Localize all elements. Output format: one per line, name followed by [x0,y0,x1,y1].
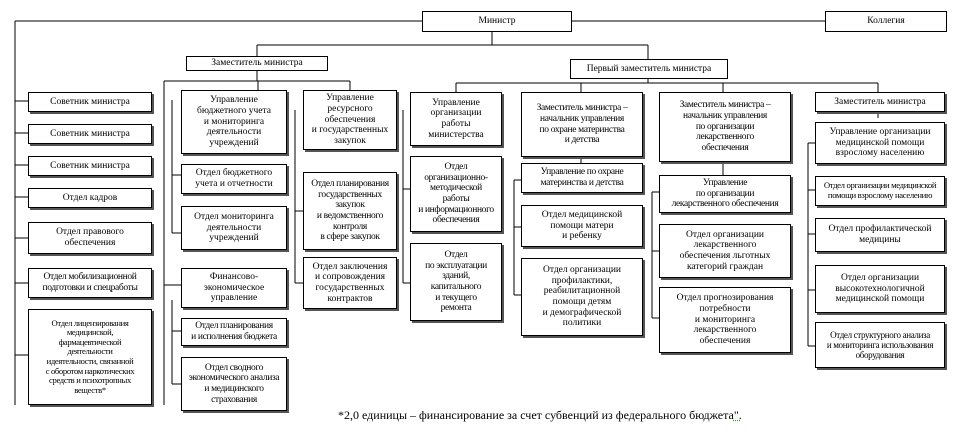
advisor-box-2: Советник министра [28,124,152,144]
ministry-work-directorate-box: Управление организации работы министерст… [410,92,502,146]
building-maintenance-department-label: Отдел по эксплуатации зданий, капитально… [425,250,487,314]
advisor-box-1: Советник министра [28,92,152,112]
medcare-deputy-box: Заместитель министра [815,92,945,112]
building-maintenance-department-box: Отдел по эксплуатации зданий, капитально… [410,243,502,321]
medcare-deputy-label: Заместитель министра [834,96,926,107]
institution-monitoring-department-box: Отдел мониторинга деятельности учреждени… [181,206,287,250]
pharma-forecasting-department-box: Отдел прогнозирования потребности и мони… [659,287,791,353]
first-deputy-minister-box: Первый заместитель министра [570,59,728,79]
budget-planning-department-label: Отдел планирования и исполнения бюджета [191,321,277,342]
adult-care-directorate-label: Управление организации медицинской помощ… [829,127,931,159]
legal-department-box: Отдел правового обеспечения [28,222,152,254]
adult-care-department-box: Отдел организации медицинской помощи взр… [815,176,945,206]
adult-care-department-label: Отдел организации медицинской помощи взр… [823,180,937,200]
finance-economic-directorate-box: Финансово- экономическое управление [181,268,287,308]
structural-analysis-department-box: Отдел структурного анализа и мониторинга… [815,322,945,368]
resource-procurement-directorate-box: Управление ресурсного обеспечения и госу… [303,90,397,150]
economic-analysis-department-box: Отдел сводного экономического анализа и … [181,357,287,411]
finance-economic-directorate-label: Финансово- экономическое управление [203,272,265,304]
collegium-label: Коллегия [867,16,905,27]
pharma-deputy-box: Заместитель министра – начальник управле… [659,92,791,162]
methodical-work-department-box: Отдел организационно- методической работ… [410,156,502,232]
preventive-medicine-department-box: Отдел профилактической медицины [815,218,945,252]
contracts-department-box: Отдел заключения и сопровождения государ… [303,257,397,309]
maternity-directorate-label: Управление по охране материнства и детст… [540,167,624,188]
advisor-label: Советник министра [50,128,130,139]
mobilization-department-label: Отдел мобилизационной подготовки и спецр… [42,272,138,293]
budget-accounting-department-box: Отдел бюджетного учета и отчетности [181,164,287,194]
methodical-work-department-label: Отдел организационно- методической работ… [418,162,494,226]
advisor-label: Советник министра [50,160,130,171]
preferential-pharma-department-label: Отдел организации лекарственного обеспеч… [679,229,771,272]
budget-accounting-directorate-label: Управление бюджетного учета и мониторинг… [197,95,271,148]
maternity-deputy-label: Заместитель министра – начальник управле… [536,103,628,146]
advisor-box-3: Советник министра [28,156,152,176]
economic-analysis-department-label: Отдел сводного экономического анализа и … [188,362,280,405]
adult-care-directorate-box: Управление организации медицинской помощ… [815,122,945,164]
deputy-minister-label: Заместитель министра [211,58,303,69]
contracts-department-label: Отдел заключения и сопровождения государ… [312,261,388,304]
deputy-minister-box: Заместитель министра [186,56,328,71]
hr-department-label: Отдел кадров [62,192,118,203]
maternity-directorate-box: Управление по охране материнства и детст… [521,163,643,193]
budget-accounting-directorate-box: Управление бюджетного учета и мониторинг… [181,90,287,154]
budget-planning-department-box: Отдел планирования и исполнения бюджета [181,318,287,346]
pharma-directorate-box: Управление по организации лекарственного… [659,175,791,213]
mobilization-department-box: Отдел мобилизационной подготовки и спецр… [28,268,152,298]
mother-child-care-department-label: Отдел медицинской помощи матери и ребенк… [541,210,623,242]
preferential-pharma-department-box: Отдел организации лекарственного обеспеч… [659,224,791,278]
structural-analysis-department-label: Отдел структурного анализа и мониторинга… [826,329,934,361]
licensing-department-box: Отдел лицензирования медицинской, фармац… [28,309,152,405]
first-deputy-minister-label: Первый заместитель министра [586,63,712,74]
child-prevention-department-label: Отдел организации профилактики, реабилит… [542,265,622,329]
mother-child-care-department-box: Отдел медицинской помощи матери и ребенк… [521,205,643,247]
budget-accounting-department-label: Отдел бюджетного учета и отчетности [195,168,273,189]
resource-procurement-directorate-label: Управление ресурсного обеспечения и госу… [311,93,389,146]
institution-monitoring-department-label: Отдел мониторинга деятельности учреждени… [194,212,274,244]
hr-department-box: Отдел кадров [28,188,152,208]
procurement-planning-department-box: Отдел планирования государственных закуп… [303,172,397,250]
preventive-medicine-department-label: Отдел профилактической медицины [828,224,932,245]
pharma-deputy-label: Заместитель министра – начальник управле… [679,100,771,153]
ministry-work-directorate-label: Управление организации работы министерст… [428,97,484,140]
pharma-directorate-label: Управление по организации лекарственного… [671,178,779,210]
footnote-text: *2,0 единицы – финансирование за счет су… [338,408,734,422]
footnote-tail: ". [733,408,742,422]
high-tech-care-department-label: Отдел организации высокотехнологичной ме… [835,273,925,305]
footnote: *2,0 единицы – финансирование за счет су… [338,408,742,423]
procurement-planning-department-label: Отдел планирования государственных закуп… [311,179,389,243]
high-tech-care-department-box: Отдел организации высокотехнологичной ме… [815,265,945,313]
minister-box: Министр [422,11,572,32]
licensing-department-label: Отдел лицензирования медицинской, фармац… [45,317,135,395]
minister-label: Министр [478,16,516,27]
pharma-forecasting-department-label: Отдел прогнозирования потребности и мони… [676,293,774,346]
advisor-label: Советник министра [50,96,130,107]
legal-department-label: Отдел правового обеспечения [56,227,124,248]
maternity-deputy-box: Заместитель министра – начальник управле… [521,92,643,157]
child-prevention-department-box: Отдел организации профилактики, реабилит… [521,258,643,336]
collegium-box: Коллегия [825,11,947,32]
